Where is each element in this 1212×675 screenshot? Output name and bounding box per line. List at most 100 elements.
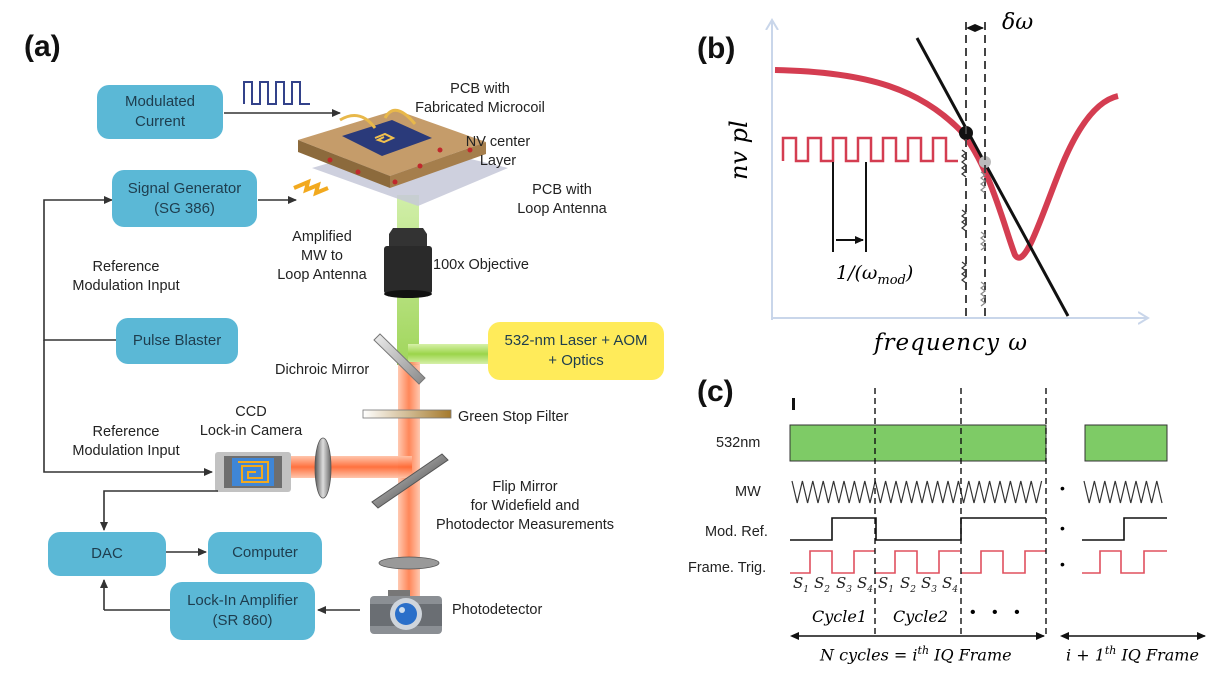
sample-label: S3 (836, 574, 852, 595)
sample-letter: S (857, 574, 868, 592)
laser-bar-2 (1084, 424, 1168, 462)
delta-omega-label: δω (1002, 10, 1034, 35)
y-axis-label: nv pl (725, 120, 753, 180)
frame-trigger-wave (790, 550, 1046, 574)
sample-label: S2 (900, 574, 916, 595)
sample-letter: S (793, 574, 804, 592)
nv-layer-label: NV center Layer (448, 133, 548, 171)
noise-trace-1 (961, 149, 967, 284)
sample-index: 1 (803, 585, 810, 595)
iq-frame-text: IQ Frame (929, 645, 1012, 665)
panel-label-b: (b) (697, 32, 736, 65)
panel-label-a: (a) (24, 30, 61, 63)
dac-box: DAC (48, 532, 166, 576)
th-sup: th (1104, 644, 1117, 657)
sample-label: S3 (921, 574, 937, 595)
n-cycles-label: N cycles = ith IQ Frame (820, 644, 1012, 664)
objective-icon (384, 228, 432, 298)
period-label: 1/(ωmod) (836, 262, 913, 288)
flip-mirror-label: Flip Mirror for Widefield and Photodecto… (420, 478, 630, 535)
modulated-current-wave (243, 81, 310, 105)
ccd-camera-icon (215, 452, 291, 492)
green-beam-horizontal (408, 344, 490, 364)
label-line: Reference (92, 424, 160, 440)
laser-bar-1 (789, 424, 1047, 462)
box-text: Signal Generator (127, 179, 242, 197)
label-line: Lock-in Camera (199, 423, 303, 439)
box-text: 532-nm Laser + AOM (504, 332, 648, 349)
mod-ref-trace-2 (1082, 517, 1167, 541)
label-line: Reference (92, 259, 160, 275)
pcb-assembly-icon (293, 108, 508, 206)
row-label-532nm: 532nm (716, 435, 761, 451)
photodetector-icon (370, 590, 442, 634)
sample-index: 2 (910, 585, 917, 595)
iq-frame-text: IQ Frame (1116, 645, 1199, 665)
box-text: (SG 386) (154, 199, 215, 217)
mod-ref-trace-1 (790, 517, 1046, 541)
sample-letter: S (878, 574, 889, 592)
red-beam-to-camera (288, 456, 412, 478)
label-line: PCB with (450, 81, 510, 97)
panel-label-c: (c) (697, 375, 734, 408)
label-line: Photodector Measurements (435, 517, 615, 533)
cycle1-label: Cycle1 (812, 607, 868, 626)
label-line: Flip Mirror (492, 479, 558, 495)
shifted-point (979, 156, 991, 168)
photodetector-lens-icon (378, 556, 440, 570)
sample-index: 3 (846, 585, 853, 595)
amplified-mw-label: Amplified MW to Loop Antenna (262, 228, 382, 285)
n-cycles-text: N cycles = i (820, 645, 918, 665)
mw-wave (1083, 480, 1163, 504)
green-stop-filter-label: Green Stop Filter (458, 409, 569, 425)
cycle2-label: Cycle2 (893, 607, 949, 626)
sample-index: 4 (867, 585, 874, 595)
bullet-mw: • (1060, 480, 1065, 496)
dichroic-mirror-icon (373, 333, 426, 385)
next-frame-text: i + 1 (1066, 645, 1105, 665)
period-close: ) (905, 262, 914, 284)
sample-index: 2 (824, 585, 831, 595)
mw-wave (791, 480, 1043, 504)
label-line: NV center (465, 134, 531, 150)
signal-generator-box: Signal Generator (SG 386) (112, 170, 257, 227)
sample-index: 1 (888, 585, 895, 595)
label-line: Modulation Input (72, 443, 180, 459)
th-sup: th (917, 644, 930, 657)
pcb-loop-label: PCB with Loop Antenna (500, 181, 624, 219)
sample-index: 4 (952, 585, 959, 595)
photodetector-label: Photodetector (452, 602, 543, 618)
box-text: Computer (232, 544, 298, 561)
label-line: Modulation Input (72, 278, 180, 294)
label-line: Fabricated Microcoil (415, 100, 545, 116)
ellipsis-label: • • • (970, 604, 1026, 621)
label-line: Layer (479, 153, 517, 169)
camera-lens-icon (314, 437, 332, 499)
modulated-current-box: Modulated Current (97, 85, 223, 139)
sample-letter: S (900, 574, 911, 592)
bullet-mod: • (1060, 520, 1065, 536)
sample-label: S4 (942, 574, 958, 595)
sample-letter: S (814, 574, 825, 592)
box-text: + Optics (548, 352, 604, 369)
x-axis-label: frequency ω (874, 330, 1029, 356)
row-label-frame-trig: Frame. Trig. (688, 560, 767, 576)
label-line: Amplified (292, 229, 352, 245)
frame-trigger-trace-1 (790, 550, 1046, 574)
label-line: for Widefield and (470, 498, 580, 514)
label-line: Loop Antenna (517, 201, 607, 217)
tangent-line (915, 37, 1070, 317)
sample-label: S1 (793, 574, 809, 595)
laser-box: 532-nm Laser + AOM + Optics (488, 322, 664, 380)
sample-label: S4 (857, 574, 873, 595)
label-line: CCD (235, 404, 267, 420)
label-line: PCB with (532, 182, 592, 198)
panel-b-chart (772, 22, 1146, 320)
period-sub: mod (877, 272, 906, 288)
row-label-mod-ref: Mod. Ref. (705, 524, 768, 540)
box-text: Pulse Blaster (132, 332, 222, 349)
objective-label: 100x Objective (433, 257, 529, 273)
box-text: Lock-In Amplifier (187, 592, 298, 609)
sample-letter: S (921, 574, 932, 592)
